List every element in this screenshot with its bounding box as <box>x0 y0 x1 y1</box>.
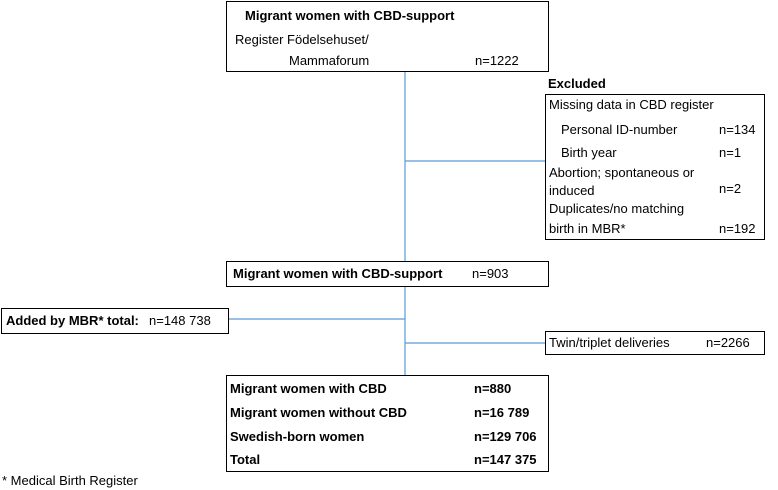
top-count: n=1222 <box>475 53 519 68</box>
twin-count: n=2266 <box>706 335 750 350</box>
added-label: Added by MBR* total: <box>6 313 139 328</box>
final-row-count: n=129 706 <box>474 429 537 444</box>
final-row-label: Migrant women without CBD <box>230 405 407 420</box>
excluded-duplicates-line2: birth in MBR* <box>549 221 626 236</box>
excluded-missing-heading: Missing data in CBD register <box>549 97 714 112</box>
excluded-birthyear-label: Birth year <box>561 145 617 160</box>
final-row-label: Migrant women with CBD <box>230 381 387 396</box>
final-row-count: n=147 375 <box>474 452 537 467</box>
excluded-heading: Excluded <box>548 76 606 91</box>
box-migrant-cbd-support-register: Migrant women with CBD-support Register … <box>226 1 549 72</box>
excluded-abortion-line2: induced <box>549 183 595 198</box>
excluded-personal-label: Personal ID-number <box>561 122 678 137</box>
final-row-label: Swedish-born women <box>230 429 365 444</box>
final-row-count: n=880 <box>474 381 512 396</box>
added-count: n=148 738 <box>149 313 211 328</box>
footnote: * Medical Birth Register <box>2 473 138 488</box>
excluded-duplicates-line1: Duplicates/no matching <box>549 201 685 216</box>
box-excluded: Missing data in CBD register Personal ID… <box>545 94 765 240</box>
box-final-cohort: Migrant women with CBD n=880 Migrant wom… <box>226 375 549 472</box>
excluded-duplicates-count: n=192 <box>719 221 756 236</box>
twin-label: Twin/triplet deliveries <box>549 335 670 350</box>
top-register-line2: Mammaforum <box>289 53 370 68</box>
top-title: Migrant women with CBD-support <box>245 8 455 23</box>
middle-title: Migrant women with CBD-support <box>233 266 443 281</box>
final-row-count: n=16 789 <box>474 405 530 420</box>
final-row-label: Total <box>230 452 261 467</box>
middle-count: n=903 <box>472 266 509 281</box>
excluded-abortion-count: n=2 <box>719 181 742 196</box>
box-twin-triplet: Twin/triplet deliveries n=2266 <box>545 331 765 355</box>
box-migrant-cbd-support: Migrant women with CBD-support n=903 <box>226 261 549 287</box>
top-register-line1: Register Födelsehuset/ <box>235 32 369 47</box>
box-added-by-mbr: Added by MBR* total: n=148 738 <box>1 308 229 334</box>
excluded-abortion-line1: Abortion; spontaneous or <box>549 165 695 180</box>
excluded-birthyear-count: n=1 <box>719 145 742 160</box>
excluded-personal-count: n=134 <box>719 122 756 137</box>
